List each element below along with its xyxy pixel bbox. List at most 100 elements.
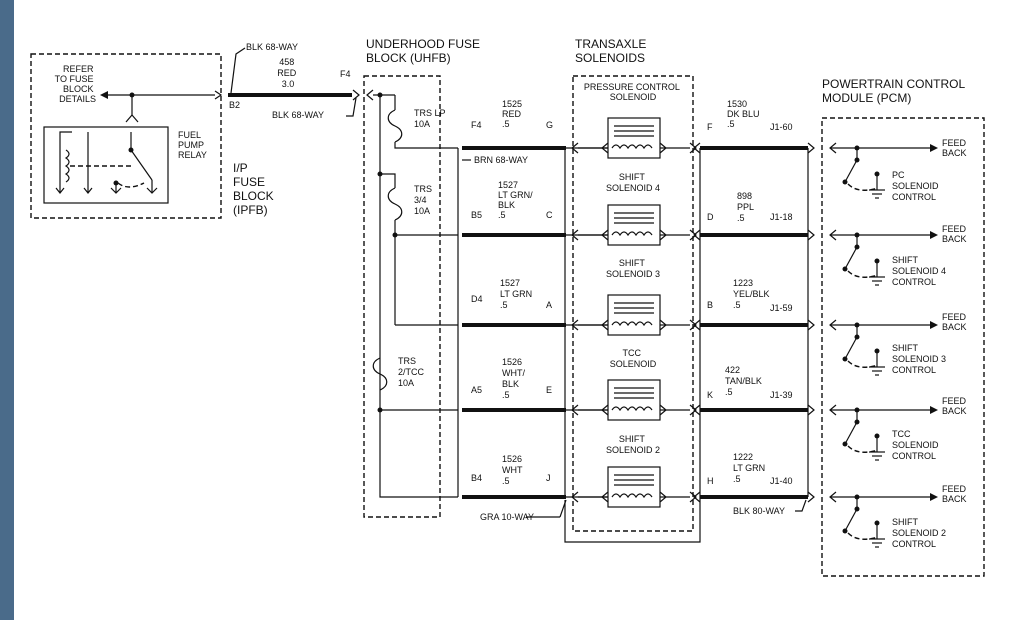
circuit-spec: 1525 RED .5 <box>502 99 525 129</box>
svg-text:B: B <box>707 300 713 310</box>
output-circuit-2: D J1-18 898 PPL .5 <box>707 191 793 223</box>
pcm-channel-5 <box>829 491 938 548</box>
fuse-icon <box>387 109 403 143</box>
uhfb-dashed-outline <box>363 75 441 518</box>
svg-text:B4: B4 <box>471 473 482 483</box>
pcm-channel-1-labels: FEED BACK PC SOLENOID CONTROL <box>892 138 969 202</box>
svg-text:1530 DK BLU .5: 1530 DK BLU .5 <box>727 99 762 129</box>
output-connector-label: BLK 80-WAY <box>733 506 785 516</box>
output-circuit-1: F J1-60 1530 DK BLU .5 <box>707 99 793 132</box>
coil-icon <box>611 144 653 150</box>
svg-text:1222 LT GRN .5: 1222 LT GRN .5 <box>733 452 768 484</box>
transistor-switch-icon <box>844 508 858 532</box>
pcm-channel-2 <box>829 229 938 286</box>
feed-connector-top-label: BLK 68-WAY <box>246 42 298 52</box>
svg-text:J1-39: J1-39 <box>770 390 793 400</box>
pcm-title: POWERTRAIN CONTROL MODULE (PCM) <box>822 77 968 105</box>
svg-text:898 PPL .5: 898 PPL .5 <box>737 191 756 223</box>
svg-text:E: E <box>546 385 552 395</box>
relay-coil-icon <box>64 149 70 183</box>
pcm-channel-3 <box>829 319 938 376</box>
solenoid-label: SHIFT SOLENOID 3 <box>606 258 660 279</box>
input-circuit-2: B5 C 1527 LT GRN/ BLK .5 <box>471 180 608 236</box>
feedback-arrow-icon <box>930 321 938 329</box>
svg-text:422 TAN/BLK .5: 422 TAN/BLK .5 <box>725 365 764 397</box>
uhfb-block: UNDERHOOD FUSE BLOCK (UHFB) TRS LP 10A T… <box>363 37 483 518</box>
solenoid-label: PRESSURE CONTROL SOLENOID <box>584 82 682 102</box>
ipfb-title: I/P FUSE BLOCK (IPFB) <box>233 161 277 217</box>
pcm-channel-4 <box>829 404 938 461</box>
fuse-icon <box>387 187 403 221</box>
feed-wire: BLK 68-WAY 458 RED 3.0 F4 B2 BLK 68-WAY <box>228 42 360 120</box>
transistor-switch-icon <box>844 336 858 360</box>
transaxle-dashed-outline <box>572 75 694 532</box>
solenoid-label: SHIFT SOLENOID 2 <box>606 434 660 455</box>
feed-pin-label: F4 <box>340 69 351 79</box>
ipfb-dashed-outline <box>30 53 222 219</box>
input-circuit-4: A5 E 1526 WHT/ BLK .5 <box>471 357 608 411</box>
pcm-dashed-outline <box>821 117 985 577</box>
solenoid-symbol-1 <box>571 117 815 159</box>
solenoid-symbol-3 <box>571 294 815 336</box>
uhfb-title: UNDERHOOD FUSE BLOCK (UHFB) <box>366 37 483 65</box>
transaxle-title: TRANSAXLE SOLENOIDS <box>575 37 650 65</box>
circuit-spec: 1527 LT GRN/ BLK .5 <box>498 180 535 220</box>
output-circuit-4: K J1-39 422 TAN/BLK .5 <box>707 365 793 400</box>
arrow-left-icon <box>100 91 108 99</box>
pcm-channel-2-labels: FEED BACK SHIFT SOLENOID 4 CONTROL <box>892 224 969 287</box>
uhfb-input-arrow <box>366 89 374 101</box>
coil-icon <box>611 321 653 327</box>
output-circuit-5: H J1-40 1222 LT GRN .5 <box>707 452 793 486</box>
input-circuits: BRN 68-WAY GRA 10-WAY F4 G 1525 RED .5 B… <box>457 99 608 522</box>
ipfb-refer-text: REFER TO FUSE BLOCK DETAILS <box>55 64 96 104</box>
svg-text:D4: D4 <box>471 294 483 304</box>
feed-wire-spec: 458 RED 3.0 <box>277 57 299 89</box>
svg-text:K: K <box>707 390 713 400</box>
feedback-arrow-icon <box>930 231 938 239</box>
fuse-1-label: TRS LP 10A <box>414 108 448 129</box>
svg-text:J1-40: J1-40 <box>770 476 793 486</box>
svg-text:C: C <box>546 210 553 220</box>
fuel-pump-relay-box <box>43 126 169 204</box>
circuit-spec: 1526 WHT .5 <box>502 454 525 486</box>
solenoid-symbol-2 <box>571 204 815 246</box>
svg-text:A: A <box>546 300 552 310</box>
transistor-switch-icon <box>844 421 858 445</box>
solenoid-symbol-5 <box>571 466 815 508</box>
svg-text:F4: F4 <box>471 120 482 130</box>
circuit-spec: 1526 WHT/ BLK .5 <box>502 357 528 400</box>
svg-text:J1-18: J1-18 <box>770 212 793 222</box>
pcm-block: POWERTRAIN CONTROL MODULE (PCM) FEED BAC… <box>821 77 985 577</box>
svg-text:J1-59: J1-59 <box>770 303 793 313</box>
ipfb-pin-label: B2 <box>229 100 240 110</box>
svg-text:J1-60: J1-60 <box>770 122 793 132</box>
window-left-edge <box>0 0 14 620</box>
solenoid-label: SHIFT SOLENOID 4 <box>606 172 660 193</box>
input-circuit-5: B4 J 1526 WHT .5 <box>471 454 608 498</box>
solenoid-label: TCC SOLENOID <box>610 348 657 369</box>
svg-text:1223 YEL/BLK .: 1223 YEL/BLK .5 <box>733 278 772 310</box>
svg-text:H: H <box>707 476 714 486</box>
pcm-channel-5-labels: FEED BACK SHIFT SOLENOID 2 CONTROL <box>892 484 969 549</box>
svg-text:J: J <box>546 473 551 483</box>
svg-text:A5: A5 <box>471 385 482 395</box>
transistor-switch-icon <box>844 159 858 183</box>
ipfb-block: REFER TO FUSE BLOCK DETAILS FUEL PUMP RE… <box>30 53 277 219</box>
fuse-3-label: TRS 2/TCC 10A <box>398 356 427 388</box>
transaxle-solenoids: TRANSAXLE SOLENOIDS PRESSURE CONTROL SOL… <box>571 37 815 532</box>
transistor-switch-icon <box>844 246 858 270</box>
pcm-channel-1 <box>829 142 938 199</box>
uhfb-connector-top-label: BRN 68-WAY <box>474 155 528 165</box>
feed-connector-bottom-label: BLK 68-WAY <box>272 110 324 120</box>
pcm-channel-3-labels: FEED BACK SHIFT SOLENOID 3 CONTROL <box>892 312 969 375</box>
svg-text:G: G <box>546 120 553 130</box>
fuse-icon <box>372 357 388 391</box>
relay-switch-icon <box>130 149 153 181</box>
feedback-arrow-icon <box>930 144 938 152</box>
pcm-channel-4-labels: FEED BACK TCC SOLENOID CONTROL <box>892 396 969 461</box>
circuit-spec: 1527 LT GRN .5 <box>500 278 535 310</box>
output-circuits: BLK 80-WAY F J1-60 1530 DK BLU .5 D J1-1… <box>564 99 809 543</box>
svg-text:B5: B5 <box>471 210 482 220</box>
coil-icon <box>611 493 653 499</box>
